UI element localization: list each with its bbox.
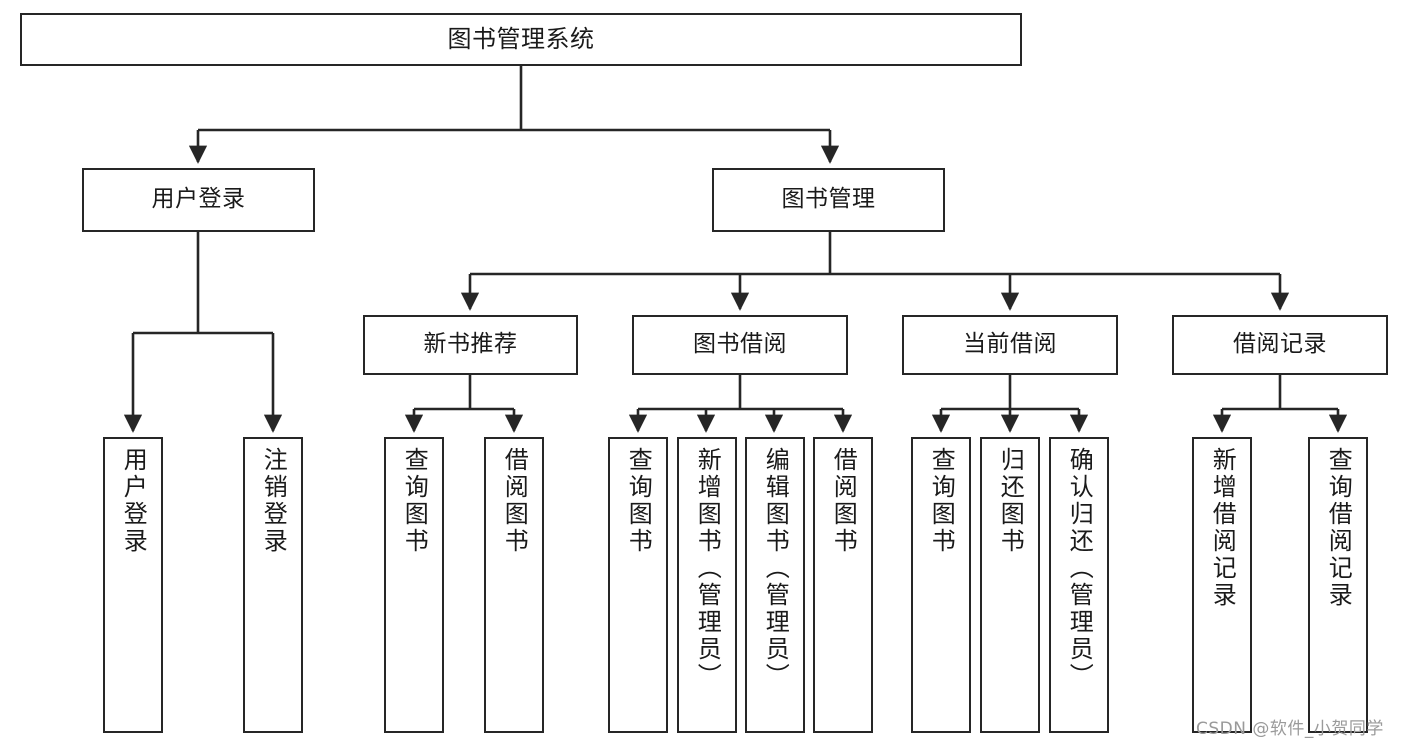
node-label: 编辑图书（管理员） [761, 447, 790, 690]
node-leaf-query-borrow-record[interactable]: 查询借阅记录 [1308, 437, 1368, 733]
watermark: CSDN @软件_小贺同学 [1196, 719, 1384, 739]
node-leaf-return-book[interactable]: 归还图书 [980, 437, 1040, 733]
node-leaf-borrow-book-recommend[interactable]: 借阅图书 [484, 437, 544, 733]
node-label: 归还图书 [996, 447, 1025, 555]
node-label: 查询借阅记录 [1324, 447, 1353, 609]
node-label: 图书借阅 [693, 331, 787, 358]
node-label: 新增图书（管理员） [693, 447, 722, 690]
node-current-borrow[interactable]: 当前借阅 [902, 315, 1118, 375]
node-book-management[interactable]: 图书管理 [712, 168, 945, 232]
node-leaf-query-book-recommend[interactable]: 查询图书 [384, 437, 444, 733]
node-label: 借阅图书 [500, 447, 529, 555]
node-label: 确认归还（管理员） [1065, 447, 1094, 690]
node-leaf-query-book-borrow[interactable]: 查询图书 [608, 437, 668, 733]
node-borrow-record[interactable]: 借阅记录 [1172, 315, 1388, 375]
node-label: 图书管理系统 [447, 25, 595, 54]
node-label: 新书推荐 [423, 331, 518, 358]
node-book-borrow[interactable]: 图书借阅 [632, 315, 848, 375]
node-leaf-edit-book-admin[interactable]: 编辑图书（管理员） [745, 437, 805, 733]
node-leaf-user-login[interactable]: 用户登录 [103, 437, 163, 733]
node-label: 借阅图书 [829, 447, 858, 555]
node-label: 借阅记录 [1233, 331, 1327, 358]
node-label: 注销登录 [259, 447, 288, 555]
node-label: 用户登录 [151, 186, 246, 213]
node-label: 当前借阅 [963, 331, 1057, 358]
node-user-login[interactable]: 用户登录 [82, 168, 315, 232]
node-leaf-logout-login[interactable]: 注销登录 [243, 437, 303, 733]
node-leaf-borrow-book[interactable]: 借阅图书 [813, 437, 873, 733]
node-leaf-confirm-return-admin[interactable]: 确认归还（管理员） [1049, 437, 1109, 733]
node-new-book-recommend[interactable]: 新书推荐 [363, 315, 578, 375]
node-label: 图书管理 [781, 186, 876, 213]
node-label: 用户登录 [119, 447, 148, 555]
node-root-book-management-system[interactable]: 图书管理系统 [20, 13, 1022, 66]
node-label: 新增借阅记录 [1208, 447, 1237, 609]
node-label: 查询图书 [624, 447, 653, 555]
node-label: 查询图书 [927, 447, 956, 555]
node-leaf-add-book-admin[interactable]: 新增图书（管理员） [677, 437, 737, 733]
node-label: 查询图书 [400, 447, 429, 555]
node-leaf-query-book-current[interactable]: 查询图书 [911, 437, 971, 733]
node-leaf-add-borrow-record[interactable]: 新增借阅记录 [1192, 437, 1252, 733]
